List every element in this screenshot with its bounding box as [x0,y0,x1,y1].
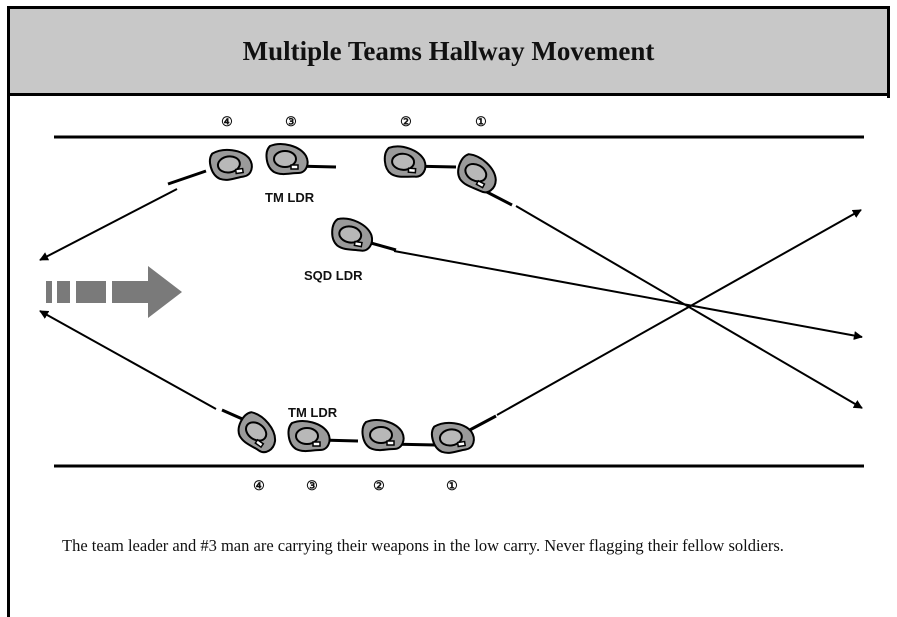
soldier-bottom-1 [429,418,477,456]
bottom-team-numbers: ④ ③ ② ① [253,478,458,493]
position-number: ② [373,478,385,493]
position-number: ④ [253,478,265,493]
label-squad-leader: SQD LDR [304,268,363,283]
label-team-leader-bottom: TM LDR [288,405,338,420]
frame-right-border [887,6,890,98]
label-team-leader-top: TM LDR [265,190,315,205]
soldier-bottom-4 [231,407,285,458]
soldier-top-2 [382,144,428,180]
weapons [167,164,513,447]
soldier-top-3-team-leader [265,143,309,176]
soldier-bottom-2 [361,419,405,452]
caption-text: The team leader and #3 man are carrying … [62,536,784,555]
position-number: ③ [285,114,297,129]
sector-lines [39,188,863,416]
title-banner: Multiple Teams Hallway Movement [10,9,887,96]
movement-arrow-icon [46,266,182,318]
page-title: Multiple Teams Hallway Movement [242,35,655,66]
soldier-squad-leader [328,215,377,255]
position-number: ③ [306,478,318,493]
position-number: ② [400,114,412,129]
position-number: ④ [221,114,233,129]
soldier-top-4 [207,145,255,183]
top-team-numbers: ④ ③ ② ① [221,114,487,129]
soldier-bottom-3-team-leader [287,420,331,453]
soldier-top-1 [451,149,504,198]
position-number: ① [475,114,487,129]
frame-left-border [7,6,10,617]
frame-top-border [7,6,890,9]
position-number: ① [446,478,458,493]
diagram-frame [7,6,890,617]
